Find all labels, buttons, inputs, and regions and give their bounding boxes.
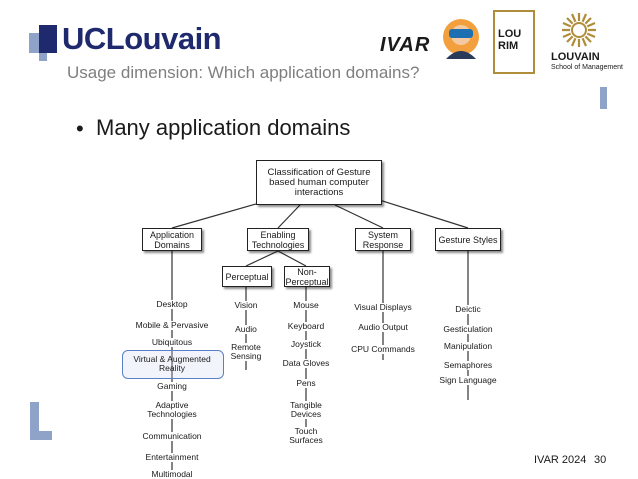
leaf-tangible-devices: Tangible Devices [286, 401, 326, 419]
lourim-logo: LOU RIM [493, 10, 535, 74]
highlight-virtual-augmented-reality [122, 350, 224, 379]
diagram-node-perceptual: Perceptual [222, 266, 272, 287]
page-number: 30 [594, 454, 607, 466]
leaf-audio-output: Audio Output [358, 322, 408, 332]
footer-label: IVAR 2024 [534, 454, 587, 466]
decorative-bar [600, 87, 607, 109]
leaf-cpu-commands: CPU Commands [351, 344, 415, 354]
vr-headset-icon [443, 19, 479, 59]
diagram-node-gesture-styles: Gesture Styles [435, 228, 501, 251]
page-title: Usage dimension: Which application domai… [67, 63, 420, 82]
diagram-node-system-response: System Response [355, 228, 411, 251]
leaf-sign-language: Sign Language [439, 375, 497, 385]
leaf-vision: Vision [234, 300, 258, 310]
leaf-multimodal: Multimodal [151, 469, 193, 479]
diagram-node-enabling-technologies: Enabling Technologies [247, 228, 309, 251]
leaf-audio: Audio [235, 324, 257, 334]
leaf-ubiquitous: Ubiquitous [151, 337, 193, 347]
leaf-semaphores: Semaphores [443, 360, 493, 370]
leaf-gaming: Gaming [157, 381, 187, 391]
footer-logo-mark [30, 402, 39, 440]
leaf-adaptive-technologies: Adaptive Technologies [144, 401, 200, 419]
ivar-logo-text: IVAR [380, 34, 431, 56]
diagram-node-non-perceptual: Non-Perceptual [284, 266, 330, 287]
leaf-deictic: Deictic [455, 304, 481, 314]
leaf-manipulation: Manipulation [443, 341, 493, 351]
bullet-text: Many application domains [96, 115, 351, 140]
leaf-desktop: Desktop [156, 299, 188, 309]
louvain-logo-sub: School of Management [551, 64, 623, 71]
leaf-visual-displays: Visual Displays [354, 302, 412, 312]
leaf-remote-sensing: Remote Sensing [226, 343, 266, 361]
leaf-communication: Communication [142, 431, 202, 441]
leaf-entertainment: Entertainment [145, 452, 199, 462]
leaf-mouse: Mouse [293, 300, 319, 310]
leaf-touch-surfaces: Touch Surfaces [286, 427, 326, 445]
louvain-sun-icon [562, 13, 596, 47]
diagram-root-node: Classification of Gesture based human co… [256, 160, 382, 205]
leaf-joystick: Joystick [290, 339, 322, 349]
louvain-logo-name: LOUVAIN [551, 51, 600, 63]
leaf-keyboard: Keyboard [287, 321, 325, 331]
leaf-mobile-pervasive: Mobile & Pervasive [135, 320, 209, 330]
bullet-icon: • [76, 116, 84, 141]
leaf-virtual-augmented-reality: Virtual & Augmented Reality [133, 354, 211, 373]
brand-title: UCLouvain [62, 21, 222, 56]
leaf-pens: Pens [296, 378, 316, 388]
footer-logo-mark-base [30, 431, 52, 440]
diagram-node-application-domains: Application Domains [142, 228, 202, 251]
leaf-data-gloves: Data Gloves [282, 358, 330, 368]
leaf-gesticulation: Gesticulation [443, 324, 493, 334]
